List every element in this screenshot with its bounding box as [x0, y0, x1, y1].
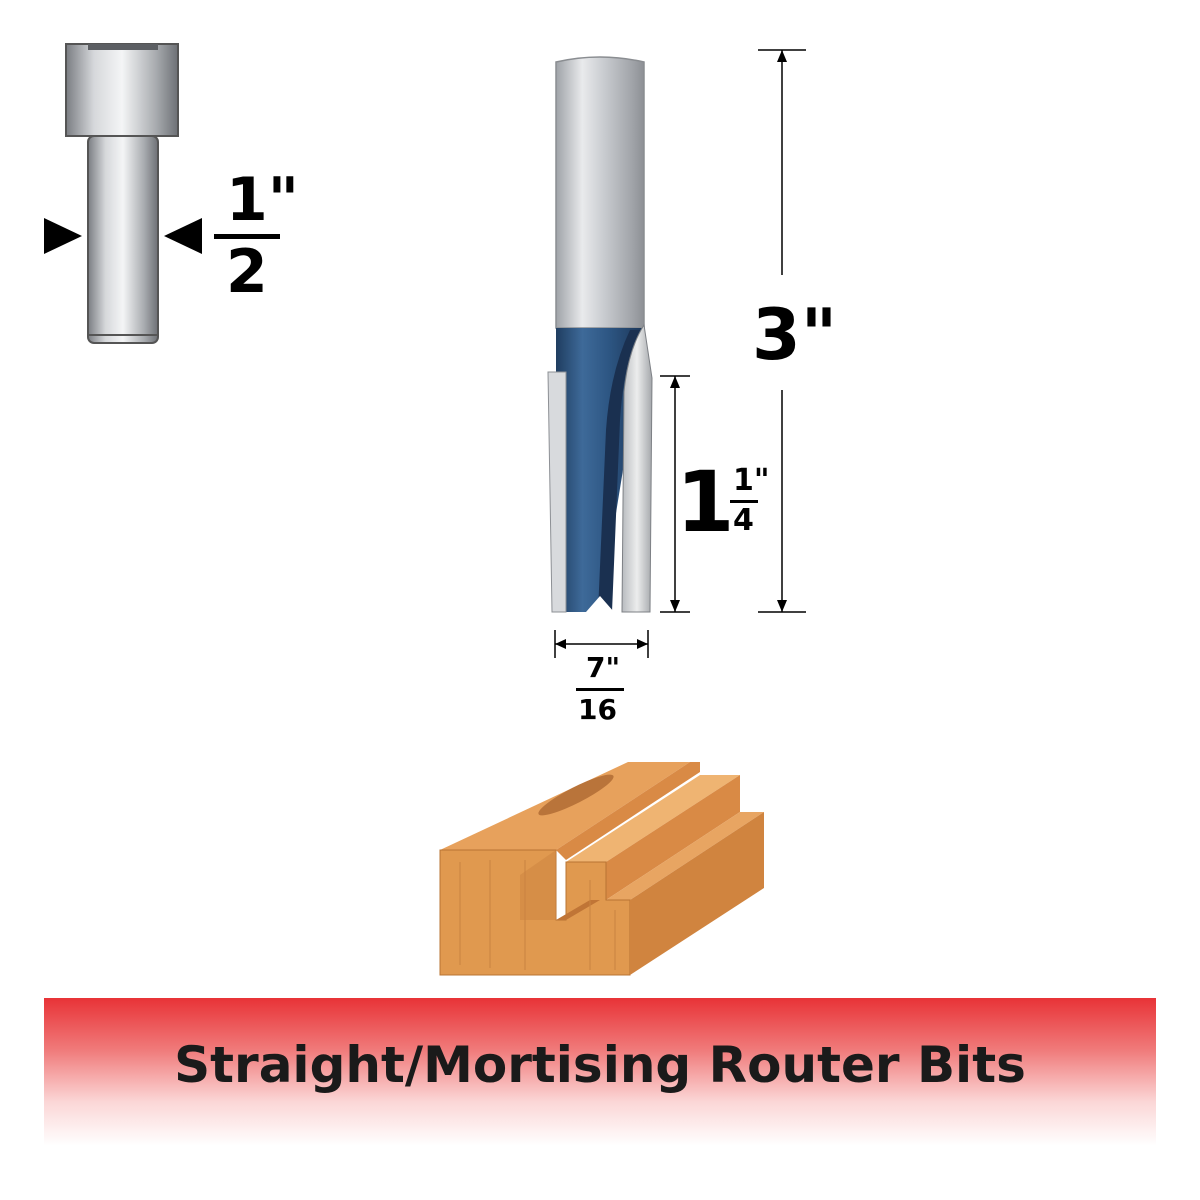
shank-size-fraction-bar: [214, 234, 280, 239]
collet-icon: [65, 43, 179, 344]
cutting-length-numerator: 1": [733, 463, 770, 498]
router-bit-illustration: [547, 56, 653, 613]
cutting-length-dimension: [660, 375, 690, 613]
banner-title: Straight/Mortising Router Bits: [174, 1036, 1026, 1094]
cutting-diameter-numerator: 7": [586, 651, 621, 684]
product-category-banner: Straight/Mortising Router Bits: [44, 998, 1156, 1146]
cutting-length-denominator: 4: [733, 503, 754, 538]
cutting-length-whole: 1: [676, 453, 735, 551]
cutting-diameter-dimension: [554, 630, 649, 658]
cutting-length-fraction-bar: [730, 500, 758, 503]
cutting-diameter-denominator: 16: [578, 693, 617, 726]
cutting-diameter-fraction-bar: [576, 688, 624, 691]
right-arrow-icon: [164, 218, 202, 254]
shank-size-denominator: 2: [226, 237, 268, 307]
overall-length-dimension: [758, 49, 806, 613]
shank-size-numerator: 1": [226, 165, 300, 235]
wood-profile-illustration: [439, 762, 764, 976]
left-arrow-icon: [44, 218, 82, 254]
overall-length-label: 3": [752, 294, 838, 376]
